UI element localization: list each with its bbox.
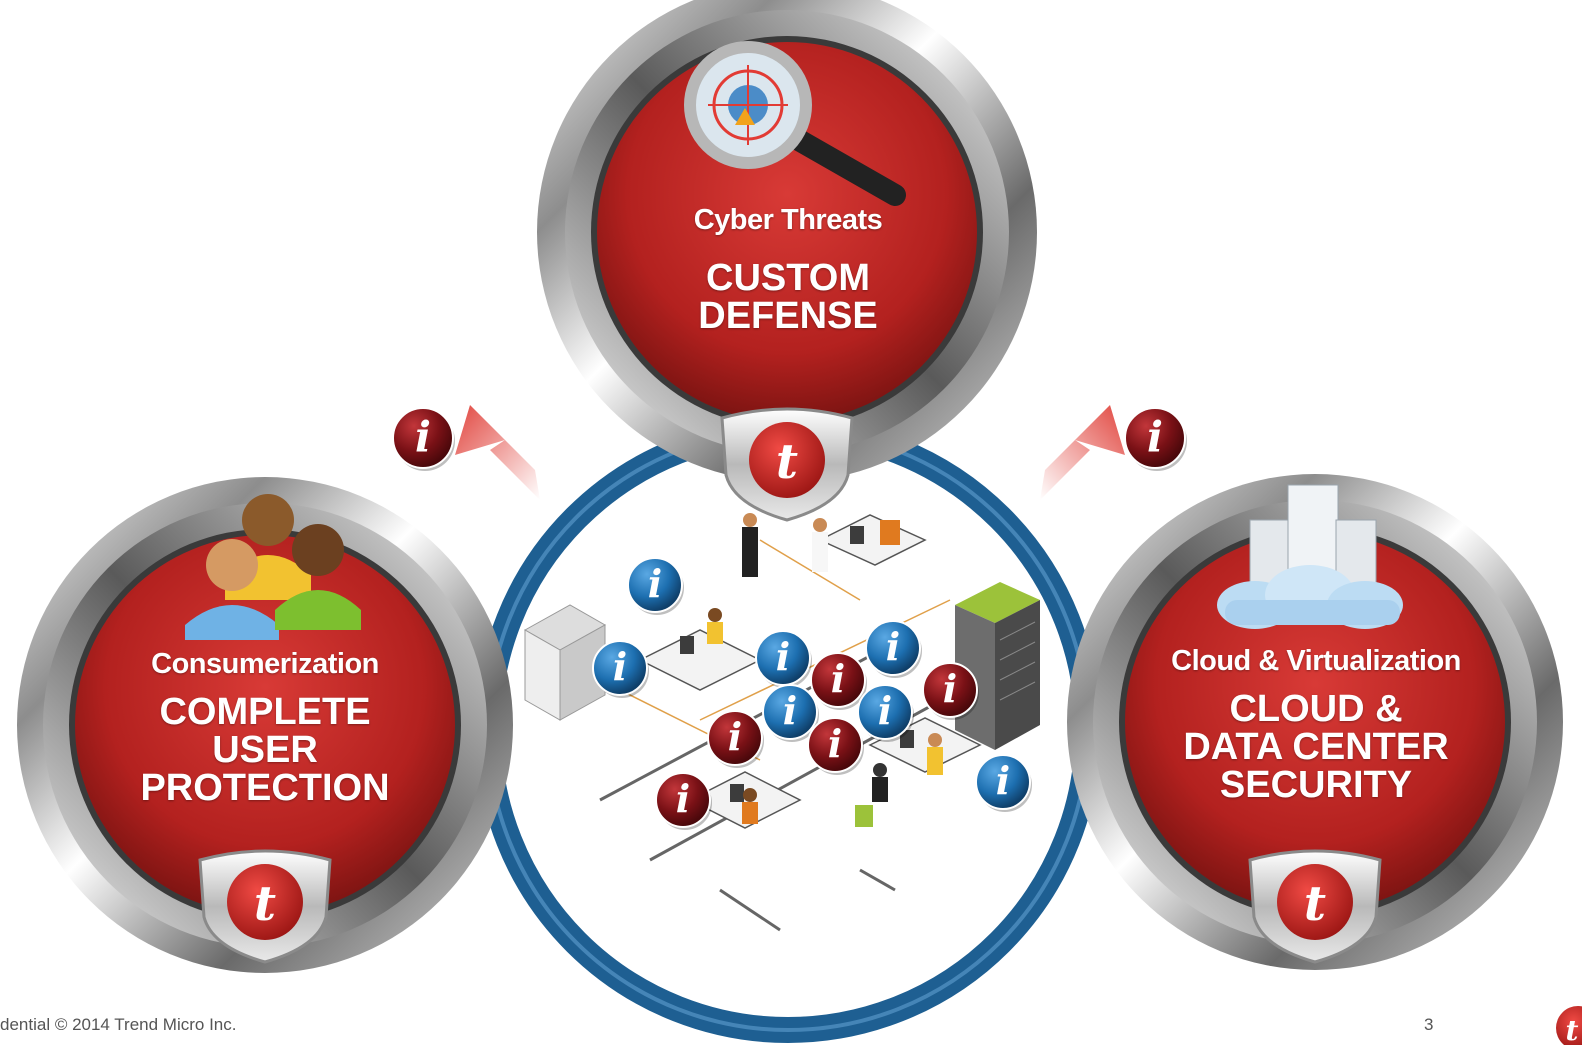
logo-glyph: t: [254, 876, 276, 932]
footer-copyright: dential © 2014 Trend Micro Inc.: [0, 1015, 237, 1034]
logo-glyph: t: [1566, 1014, 1579, 1045]
info-icon-blue[interactable]: i: [857, 684, 914, 742]
info-icon-red[interactable]: i: [392, 407, 455, 471]
logo-glyph: t: [776, 434, 798, 490]
bubble-category: Cyber Threats: [693, 204, 883, 236]
info-glyph: i: [886, 624, 900, 669]
info-icon-blue[interactable]: i: [762, 684, 819, 742]
arrow-to-right-info: [1040, 405, 1125, 500]
left-bubble-text: Consumerization COMPLETE USER PROTECTION: [115, 648, 415, 807]
arrow-to-left-info: [455, 405, 540, 500]
trend-micro-shield-right: t: [1248, 849, 1382, 964]
info-icon-red[interactable]: i: [655, 772, 712, 830]
info-glyph: i: [1147, 413, 1163, 462]
cloud-servers-icon: [1217, 484, 1403, 629]
users-group-icon: [185, 494, 361, 640]
page-number: 3: [1424, 1015, 1434, 1034]
info-icon-red[interactable]: i: [707, 710, 764, 768]
info-glyph: i: [878, 688, 892, 733]
bubble-heading-line: DATA CENTER: [1183, 726, 1449, 768]
info-glyph: i: [943, 666, 957, 711]
magnifier-target-icon: [684, 41, 906, 206]
info-icon-blue[interactable]: i: [627, 557, 684, 615]
bubble-heading-line: DEFENSE: [698, 295, 878, 337]
bubble-heading-line: SECURITY: [1219, 764, 1413, 806]
info-icon-red[interactable]: i: [1124, 407, 1187, 471]
info-glyph: i: [415, 413, 431, 462]
bubble-complete-user-protection: t: [17, 477, 513, 973]
trend-micro-corner-logo: t: [1556, 1006, 1582, 1045]
info-icon-blue[interactable]: i: [975, 754, 1032, 812]
bubble-heading-line: CLOUD &: [1229, 688, 1403, 730]
info-icon-blue[interactable]: i: [592, 640, 649, 698]
info-icon-red[interactable]: i: [810, 652, 867, 710]
office-illustration: [523, 513, 1040, 932]
info-glyph: i: [831, 656, 845, 701]
right-bubble-text: Cloud & Virtualization CLOUD & DATA CENT…: [1140, 645, 1492, 804]
bubble-heading-line: CUSTOM: [706, 257, 870, 299]
info-icon-blue[interactable]: i: [865, 620, 922, 678]
trend-micro-shield-left: t: [198, 849, 332, 964]
logo-glyph: t: [1304, 876, 1326, 932]
bubble-heading-line: COMPLETE: [159, 691, 371, 733]
info-glyph: i: [783, 688, 797, 733]
bubble-heading-line: PROTECTION: [140, 767, 390, 809]
bubble-heading-line: USER: [212, 729, 318, 771]
info-icon-red[interactable]: i: [922, 662, 979, 720]
info-icon-blue[interactable]: i: [755, 630, 812, 688]
info-glyph: i: [613, 644, 627, 689]
bubble-cloud-data-center-security: t: [1067, 474, 1563, 970]
info-icon-red[interactable]: i: [807, 717, 864, 775]
info-glyph: i: [728, 714, 742, 759]
info-glyph: i: [828, 721, 842, 766]
bubble-custom-defense: t: [537, 0, 1037, 522]
bubble-category: Cloud & Virtualization: [1171, 645, 1461, 677]
info-glyph: i: [776, 634, 790, 679]
top-bubble-text: Cyber Threats CUSTOM DEFENSE: [640, 204, 936, 335]
trend-micro-shield-top: t: [720, 407, 854, 522]
info-glyph: i: [996, 758, 1010, 803]
info-glyph: i: [676, 776, 690, 821]
info-glyph: i: [648, 561, 662, 606]
bubble-category: Consumerization: [151, 648, 379, 680]
